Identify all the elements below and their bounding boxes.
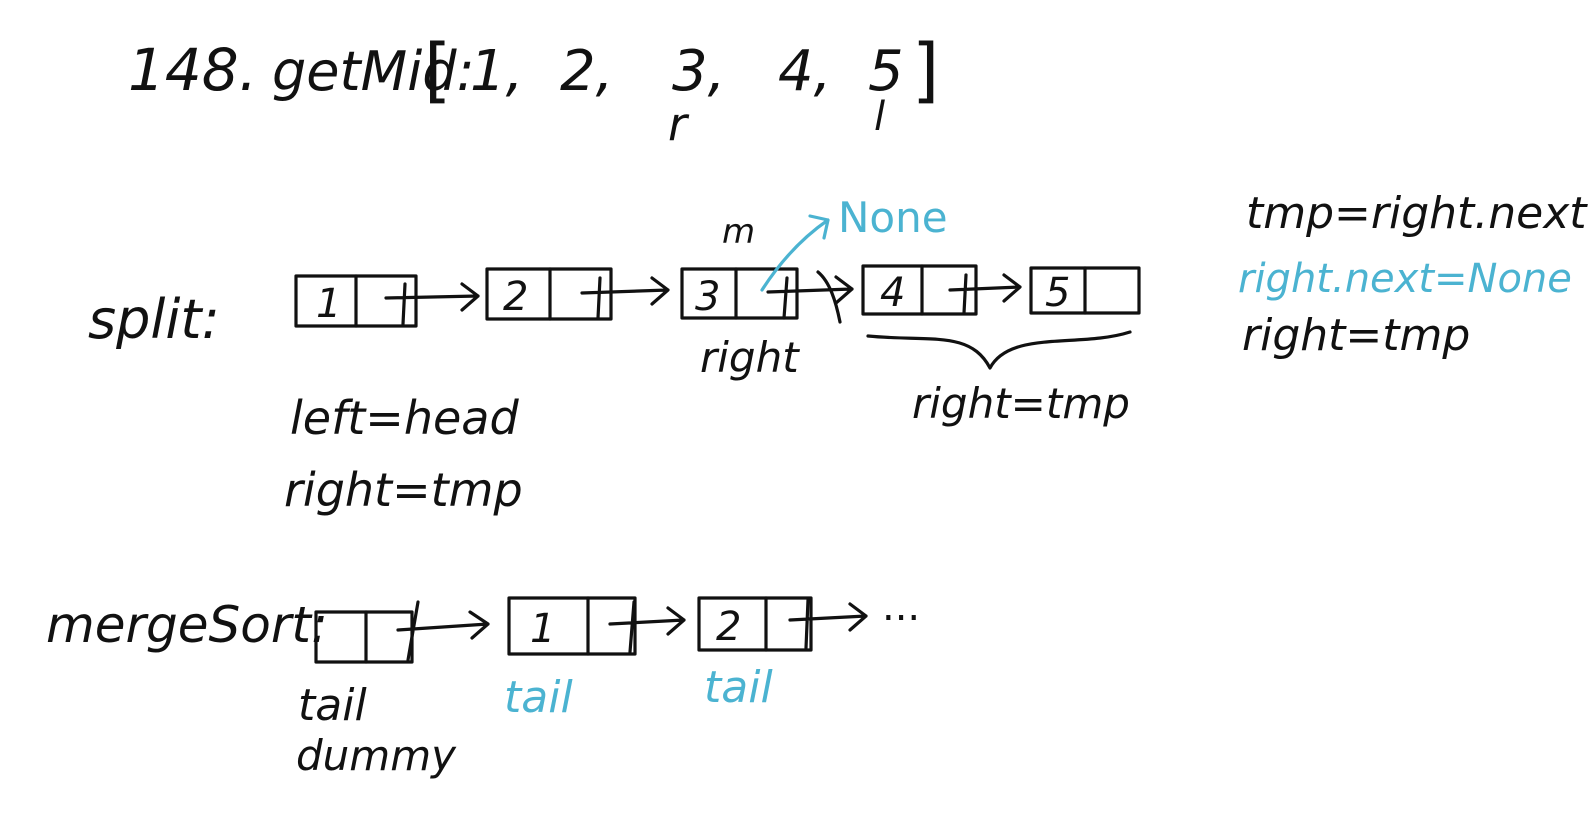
merge-arrow-1 xyxy=(396,600,490,662)
list-close-bracket: ] xyxy=(912,29,939,111)
problem-number: 148. xyxy=(128,36,257,104)
split-label: split: xyxy=(88,288,220,351)
merge-ellipsis: ... xyxy=(882,584,920,630)
pointer-r: r xyxy=(668,97,690,151)
mid-label: m xyxy=(722,212,755,252)
side-line-1: tmp=right.next xyxy=(1246,188,1588,239)
pointer-l: l xyxy=(874,94,885,140)
merge-dummy: dummy xyxy=(296,731,457,780)
split-arrow-1-2 xyxy=(384,282,480,326)
list-item-3: 3, xyxy=(672,39,725,104)
merge-node-1: 1 xyxy=(507,596,637,656)
merge-arrow-2 xyxy=(608,600,686,654)
header: 148. getMid: [ 1, 2, 3, 4, 5 ] r l xyxy=(128,29,939,151)
split-arrow-4-5 xyxy=(948,273,1022,315)
merge-tail-0: tail xyxy=(298,680,367,731)
side-notes: tmp=right.next right.next=None right=tmp xyxy=(1238,188,1588,361)
left-equals-head: left=head xyxy=(290,391,519,445)
split-node-5-value: 5 xyxy=(1045,270,1070,316)
merge-node-dummy xyxy=(314,610,414,664)
split-node-1-value: 1 xyxy=(316,281,341,327)
split-node-5: 5 xyxy=(1029,266,1141,316)
merge-arrow-3 xyxy=(788,598,868,650)
split-section: split: 1 2 3 4 5 xyxy=(88,193,1141,517)
side-line-3: right=tmp xyxy=(1242,310,1470,361)
list-open-bracket: [ xyxy=(424,29,451,111)
split-arrow-3-4 xyxy=(766,275,854,320)
split-node-1: 1 xyxy=(294,274,418,328)
list-item-1: 1, xyxy=(470,39,523,104)
split-node-2: 2 xyxy=(485,267,613,321)
split-node-3: 3 xyxy=(680,267,799,320)
split-node-4-value: 4 xyxy=(880,270,905,316)
split-node-2-value: 2 xyxy=(503,274,528,320)
cut-mark xyxy=(816,270,842,324)
arrow-to-none xyxy=(760,214,830,292)
merge-tail-2: tail xyxy=(704,662,773,713)
function-name: getMid: xyxy=(272,40,475,103)
split-arrow-2-3 xyxy=(580,276,670,320)
brace-label: right=tmp xyxy=(912,379,1130,428)
merge-node-2: 2 xyxy=(697,596,813,652)
merge-section: mergeSort: 1 2 ... tail dummy tail tail xyxy=(46,584,920,780)
brace xyxy=(866,330,1132,370)
right-equals-tmp: right=tmp xyxy=(284,463,523,517)
list-item-5: 5 xyxy=(868,39,904,104)
list-item-2: 2, xyxy=(560,39,613,104)
list-item-4: 4, xyxy=(778,39,831,104)
merge-node-1-value: 1 xyxy=(530,606,555,652)
merge-node-2-value: 2 xyxy=(716,604,741,650)
split-node-3-value: 3 xyxy=(695,274,720,320)
merge-label: mergeSort: xyxy=(46,596,328,654)
right-label: right xyxy=(700,333,800,382)
merge-tail-1: tail xyxy=(504,672,573,723)
side-line-2: right.next=None xyxy=(1238,256,1572,302)
none-label: None xyxy=(838,193,948,242)
